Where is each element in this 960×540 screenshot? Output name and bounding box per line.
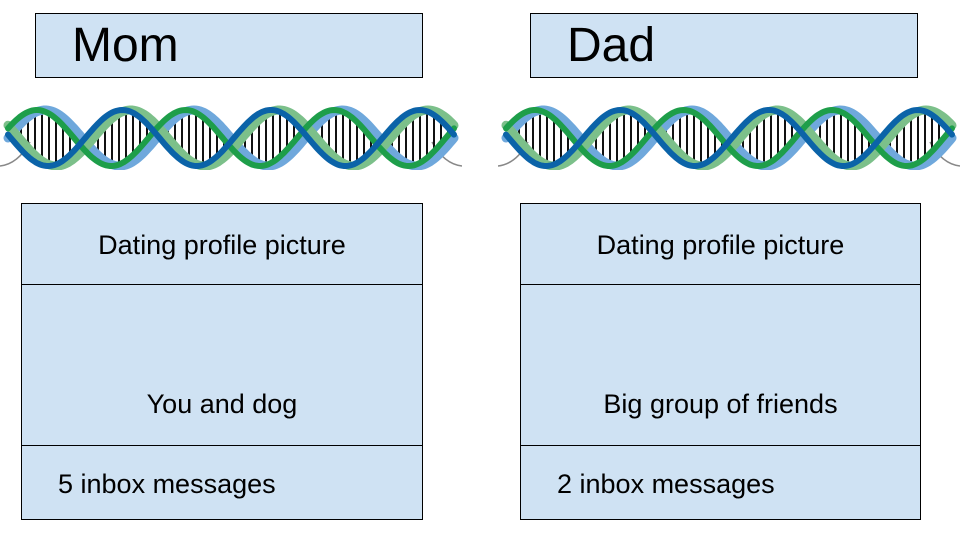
dna-helix-icon <box>498 105 960 170</box>
mom-photo-caption: You and dog <box>146 389 298 419</box>
mom-photo-box: You and dog <box>21 284 423 446</box>
mom-profile-picture-box: Dating profile picture <box>21 203 423 285</box>
dad-inbox-box: 2 inbox messages <box>520 445 921 520</box>
mom-inbox-box: 5 inbox messages <box>21 445 423 520</box>
mom-inbox-label: 5 inbox messages <box>58 469 276 499</box>
dad-profile-picture-label: Dating profile picture <box>596 230 845 260</box>
dad-photo-caption: Big group of friends <box>603 389 838 419</box>
mom-title: Mom <box>72 19 179 72</box>
dna-helix-icon <box>0 105 462 170</box>
dad-photo-box: Big group of friends <box>520 284 921 446</box>
dad-title-box: Dad <box>530 13 918 78</box>
mom-profile-picture-label: Dating profile picture <box>98 230 346 260</box>
dad-profile-picture-box: Dating profile picture <box>520 203 921 285</box>
dad-title: Dad <box>567 19 656 72</box>
dad-inbox-label: 2 inbox messages <box>557 469 775 499</box>
mom-title-box: Mom <box>35 13 423 78</box>
